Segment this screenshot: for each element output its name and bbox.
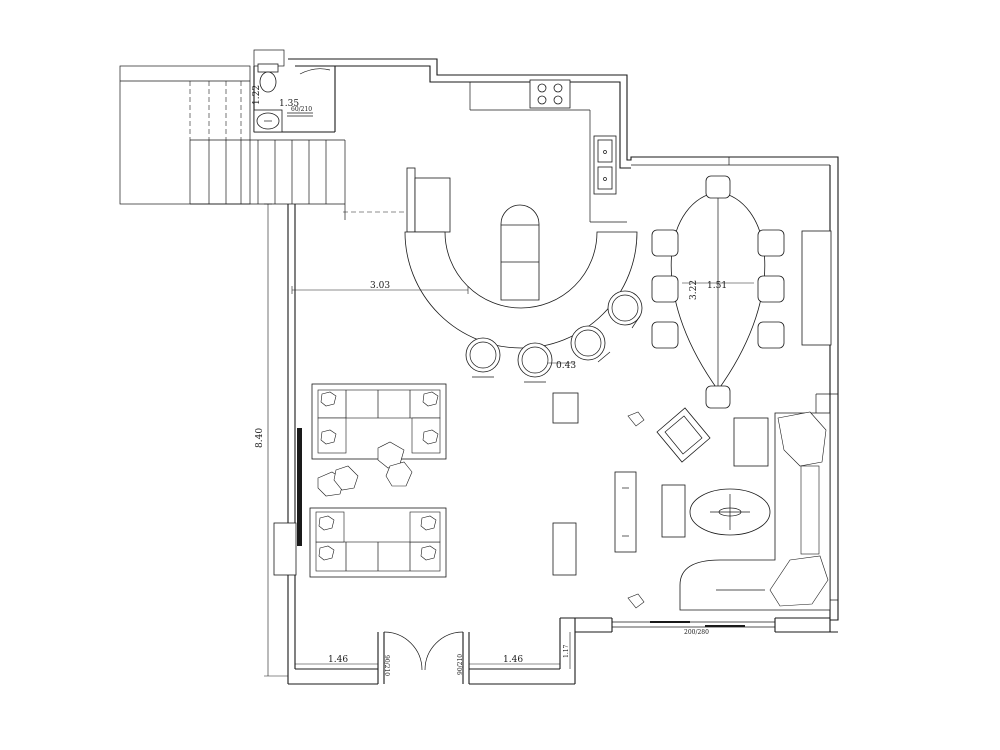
toilet <box>257 63 279 93</box>
left-door-label: 90/210 <box>383 655 390 676</box>
sofa-set-left <box>311 383 447 460</box>
kitchen <box>469 79 627 223</box>
right-jamb-label: 1.17 <box>563 644 570 658</box>
stool-spacing-label: 0.43 <box>556 361 576 371</box>
right-wall-label: 1.46 <box>503 655 523 665</box>
kitchen-sink <box>593 135 617 195</box>
bar-stool <box>465 337 501 378</box>
sliding-door <box>612 621 775 628</box>
dining-length-label: 3.22 <box>689 280 699 300</box>
bath-length-label: 1.35 <box>279 99 299 109</box>
cushions-left <box>317 441 413 497</box>
right-door-label: 90/210 <box>457 654 464 675</box>
total-height-label: 8.40 <box>255 428 265 448</box>
sideboard <box>801 230 832 346</box>
bar-island <box>500 204 540 301</box>
bathroom <box>253 49 336 133</box>
lounge-right <box>614 407 831 611</box>
armchair <box>656 407 711 463</box>
bathroom-door-swing <box>299 68 331 75</box>
dining-area <box>651 175 832 409</box>
washbasin <box>253 109 283 133</box>
entry-doors <box>383 631 464 675</box>
bar-stool <box>517 342 553 383</box>
left-wall-label: 1.46 <box>328 655 348 665</box>
dimension-lines <box>264 203 571 677</box>
floor-cushion <box>627 593 645 609</box>
sofa-set-left-bottom <box>309 507 447 578</box>
bath-door-label: 60/210 <box>291 106 312 113</box>
staircase <box>119 65 346 220</box>
fireplace <box>273 428 302 576</box>
stair-treads <box>189 81 327 204</box>
dining-width-label: 1.51 <box>707 281 727 291</box>
sliding-door-label: 200/280 <box>684 629 709 636</box>
dining-chairs <box>651 175 785 409</box>
bath-width-label: 1.22 <box>252 85 262 105</box>
cooktop <box>529 79 571 109</box>
bar-counter <box>343 167 638 349</box>
bench <box>614 471 637 553</box>
bar-stool <box>570 325 611 363</box>
bar-stools <box>465 290 643 383</box>
bar-stool <box>607 290 643 329</box>
bar-span-label: 3.03 <box>370 281 390 291</box>
side-table <box>552 392 579 424</box>
floor-cushion <box>627 411 645 427</box>
side-table <box>552 522 577 576</box>
